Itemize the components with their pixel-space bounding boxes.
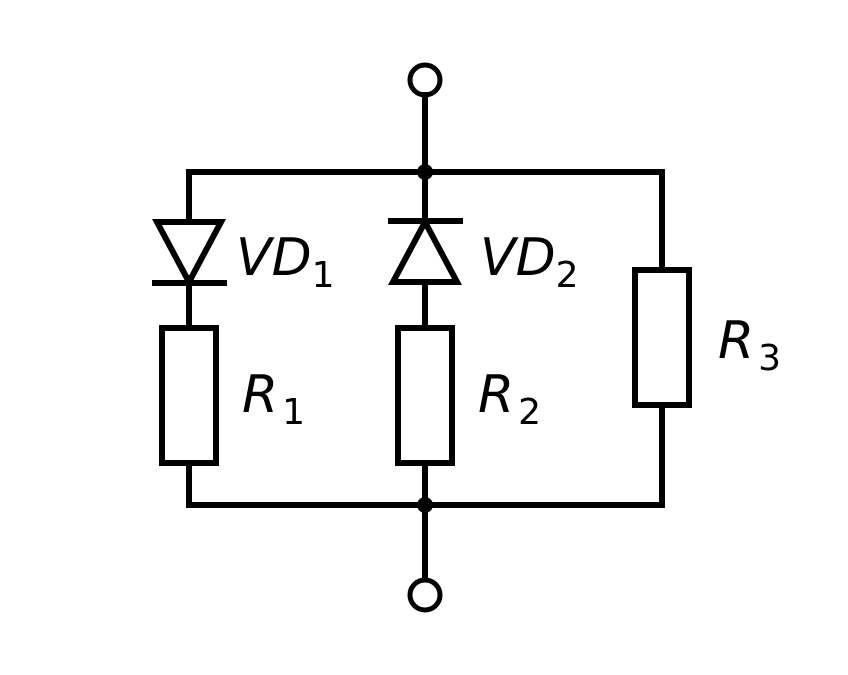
resistor-r2-icon xyxy=(395,325,455,466)
diode-vd2-icon xyxy=(388,215,462,285)
bottom-terminal xyxy=(407,577,443,613)
label-vd1: VD1 xyxy=(236,228,335,296)
label-vd2: VD2 xyxy=(480,228,579,296)
diode-vd1-icon xyxy=(152,219,226,289)
resistor-r3-icon xyxy=(632,267,692,408)
branch-right xyxy=(632,169,692,508)
branch-middle xyxy=(388,169,463,508)
branch-left xyxy=(152,169,227,508)
resistor-r1-icon xyxy=(159,325,219,466)
top-terminal xyxy=(407,62,443,98)
